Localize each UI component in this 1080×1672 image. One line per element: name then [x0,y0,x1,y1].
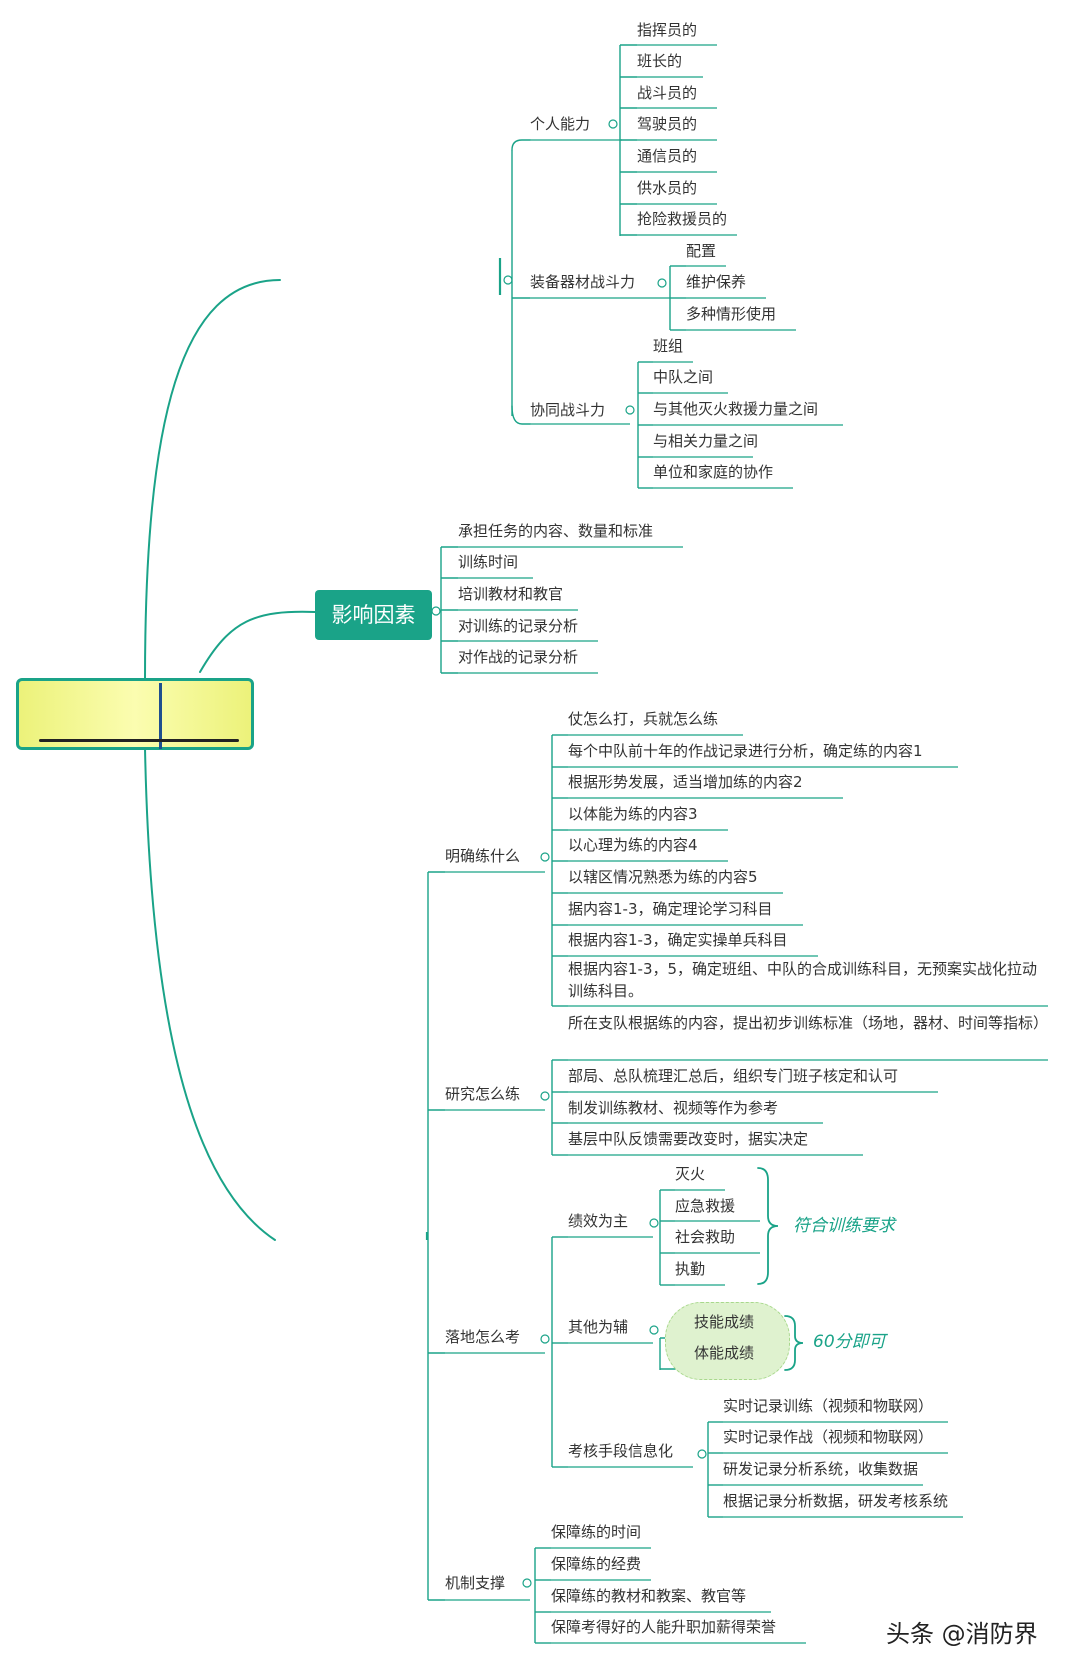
collapse-toggle [649,1325,659,1335]
topic-info-exam[interactable]: 考核手段信息化 [568,1442,674,1460]
collapse-toggle [431,606,441,616]
watermark-text: 头条 @消防界 [886,1620,1038,1648]
collapse-toggle [522,1578,532,1588]
topic-equipment-power[interactable]: 装备器材战斗力 [530,273,636,291]
leaf-item[interactable]: 供水员的 [637,179,698,197]
leaf-item[interactable]: 以体能为练的内容3 [568,805,698,823]
central-cursor-bar [159,683,162,749]
leaf-item[interactable]: 配置 [686,242,717,260]
leaf-item[interactable]: 保障练的经费 [551,1555,642,1573]
topic-how-to-train[interactable]: 研究怎么练 [445,1085,521,1103]
collapse-toggle [649,1218,659,1228]
leaf-item[interactable]: 与相关力量之间 [653,432,759,450]
collapse-toggle [540,1334,550,1344]
leaf-item[interactable]: 据内容1-3，确定理论学习科目 [568,900,773,918]
leaf-item[interactable]: 保障考得好的人能升职加薪得荣誉 [551,1618,777,1636]
leaf-item[interactable]: 研发记录分析系统，收集数据 [723,1460,919,1478]
topic-what-to-train[interactable]: 明确练什么 [445,847,521,865]
note-auxiliary: 60分即可 [813,1332,886,1352]
main-branch-curve [199,610,316,673]
leaf-item-multiline[interactable]: 所在支队根据练的内容，提出初步训练标准（场地，器材、时间等指标） [568,1014,1049,1032]
leaf-item[interactable]: 部局、总队梳理汇总后，组织专门班子核定和认可 [568,1067,899,1085]
topic-personal-ability[interactable]: 个人能力 [530,115,591,133]
leaf-item[interactable]: 抢险救援员的 [637,210,728,228]
topic-auxiliary[interactable]: 其他为辅 [568,1318,629,1336]
central-underline [39,739,239,742]
leaf-item-multiline[interactable]: 根据内容1-3，5，确定班组、中队的合成训练科目，无预案实战化拉动训练科目。 [568,960,1038,1000]
factors-topic[interactable]: 影响因素 [315,590,432,640]
leaf-item[interactable]: 保障练的时间 [551,1523,642,1541]
topic-mechanism-support[interactable]: 机制支撑 [445,1574,506,1592]
collapse-toggle [503,275,513,285]
topic-how-to-examine[interactable]: 落地怎么考 [445,1328,521,1346]
leaf-item[interactable]: 仗怎么打，兵就怎么练 [568,710,719,728]
leaf-item[interactable]: 根据记录分析数据，研发考核系统 [723,1492,949,1510]
leaf-item[interactable]: 培训教材和教官 [458,585,564,603]
leaf-item[interactable]: 应急救援 [675,1197,736,1215]
leaf-item[interactable]: 保障练的教材和教案、教官等 [551,1587,747,1605]
leaf-item[interactable]: 班长的 [637,52,683,70]
leaf-item[interactable]: 承担任务的内容、数量和标准 [458,522,654,540]
note-performance: 符合训练要求 [793,1216,895,1236]
leaf-item[interactable]: 根据内容1-3，确定实操单兵科目 [568,931,788,949]
leaf-item[interactable]: 体能成绩 [694,1344,755,1362]
summary-brace [757,1167,779,1285]
leaf-item[interactable]: 每个中队前十年的作战记录进行分析，确定练的内容1 [568,742,923,760]
leaf-item[interactable]: 技能成绩 [694,1313,755,1331]
leaf-item[interactable]: 指挥员的 [637,21,698,39]
summary-brace [784,1315,804,1371]
collapse-toggle [697,1449,707,1459]
collapse-toggle [540,852,550,862]
collapse-toggle [608,119,618,129]
leaf-item[interactable]: 训练时间 [458,553,519,571]
leaf-item[interactable]: 实时记录作战（视频和物联网） [723,1428,934,1446]
leaf-item[interactable]: 战斗员的 [637,84,698,102]
branch-connector [511,405,531,425]
leaf-item[interactable]: 以辖区情况熟悉为练的内容5 [568,868,758,886]
leaf-item[interactable]: 对作战的记录分析 [458,648,579,666]
leaf-item[interactable]: 根据形势发展，适当增加练的内容2 [568,773,803,791]
collapse-toggle [540,1091,550,1101]
leaf-item[interactable]: 以心理为练的内容4 [568,836,698,854]
leaf-item[interactable]: 班组 [653,337,684,355]
leaf-item[interactable]: 多种情形使用 [686,305,777,323]
leaf-item[interactable]: 对训练的记录分析 [458,617,579,635]
leaf-item[interactable]: 灭火 [675,1165,706,1183]
leaf-item[interactable]: 单位和家庭的协作 [653,463,774,481]
leaf-item[interactable]: 执勤 [675,1260,706,1278]
leaf-item[interactable]: 基层中队反馈需要改变时，据实决定 [568,1130,809,1148]
topic-coordination-power[interactable]: 协同战斗力 [530,401,606,419]
collapse-toggle [625,405,635,415]
leaf-item[interactable]: 社会救助 [675,1228,736,1246]
leaf-item[interactable]: 与其他灭火救援力量之间 [653,400,819,418]
leaf-item[interactable]: 通信员的 [637,147,698,165]
main-branch-curve [144,747,276,1241]
central-topic[interactable] [16,678,254,750]
main-branch-curve [144,279,281,681]
leaf-item[interactable]: 中队之间 [653,368,714,386]
auxiliary-cloud [665,1302,790,1380]
leaf-item[interactable]: 维护保养 [686,273,747,291]
topic-performance[interactable]: 绩效为主 [568,1212,629,1230]
branch-connector [511,139,531,151]
collapse-toggle [657,278,667,288]
leaf-item[interactable]: 驾驶员的 [637,115,698,133]
leaf-item[interactable]: 制发训练教材、视频等作为参考 [568,1099,779,1117]
leaf-item[interactable]: 实时记录训练（视频和物联网） [723,1397,934,1415]
